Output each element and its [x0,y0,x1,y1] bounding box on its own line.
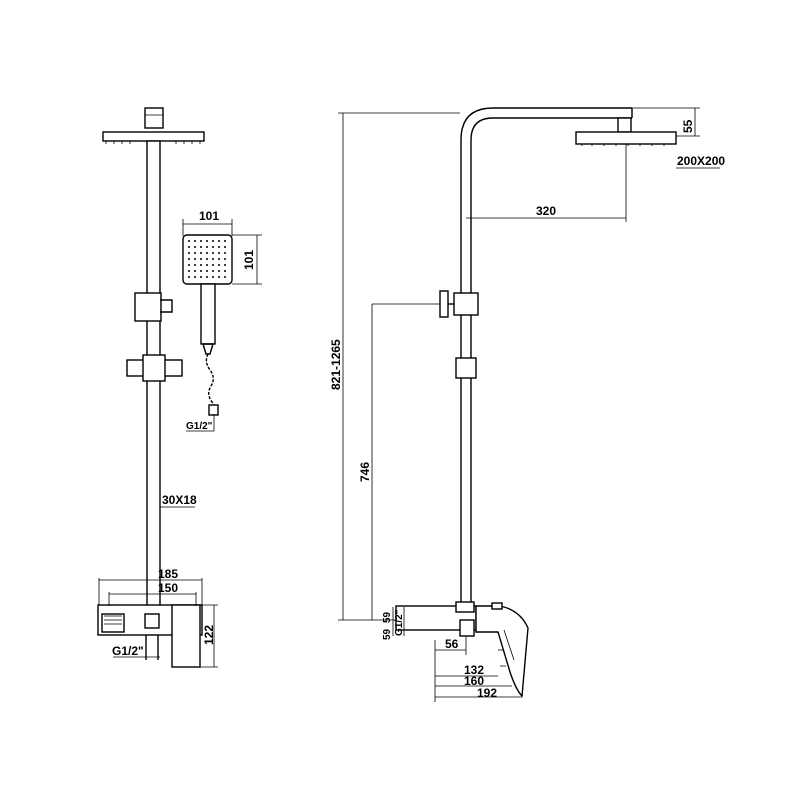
dim-mixer-width-inner: 150 [158,581,178,595]
nozzle-dot [206,252,208,254]
dim-spout-c: 160 [464,674,484,688]
nozzle-dot [200,264,202,266]
nozzle-dot [188,276,190,278]
nozzle-dot [194,264,196,266]
dim-spout-d: 192 [477,686,497,700]
riser-pipe [460,107,632,606]
dim-inlet-a: 59 [382,611,393,623]
dim-hand-shower-width: 101 [199,209,219,223]
nozzle-dot [212,258,214,260]
mixer-lever [171,604,201,668]
dim-mixer-thread: G1/2" [112,644,144,658]
head-connector [144,107,164,129]
dim-arm-length: 320 [536,204,556,218]
dim-inlet-thread: G1/2" [394,609,405,636]
nozzle-dot [206,264,208,266]
side-view: 55 200X200 320 821-1265 746 59 59 G1/2" … [329,107,725,702]
nozzle-dot [224,252,226,254]
nozzle-dot [188,246,190,248]
nozzle-dot [224,264,226,266]
dim-head-offset: 55 [681,119,695,133]
nozzle-dot [224,258,226,260]
nozzle-dot [194,270,196,272]
nozzle-dot [212,264,214,266]
nozzle-dot [200,276,202,278]
nozzle-dot [218,264,220,266]
nozzle-dot [224,276,226,278]
dim-rail-section: 30X18 [162,493,197,507]
nozzle-dot [188,258,190,260]
nozzle-dot [206,258,208,260]
nozzle-dot [218,252,220,254]
rain-shower-head-side [575,131,677,145]
nozzle-dot [188,240,190,242]
nozzle-dot [188,270,190,272]
nozzle-dot [200,258,202,260]
front-view: 101 101 G1/2" 30X18 185 150 122 G1/2" [97,107,262,668]
dim-inlet-b: 59 [382,628,393,640]
nozzle-dot [200,252,202,254]
nozzle-dot [206,240,208,242]
nozzle-dot [194,240,196,242]
nozzle-dot [212,276,214,278]
hand-shower-handle [200,283,216,345]
nozzle-dot [206,276,208,278]
side-bracket [455,357,477,379]
dim-total-height: 821-1265 [329,339,343,390]
nozzle-dot [188,264,190,266]
nozzle-dot [212,246,214,248]
nozzle-dot [200,270,202,272]
side-spout [475,605,529,698]
dim-mixer-width-outer: 185 [158,567,178,581]
nozzle-dot [218,246,220,248]
nozzle-dot [206,270,208,272]
dim-lower-height: 746 [358,462,372,482]
rail-bracket-upper [134,292,162,322]
nozzle-dot [224,240,226,242]
rain-shower-head [102,131,205,142]
nozzle-dot [212,240,214,242]
nozzle-dot [218,270,220,272]
dim-spout-a: 56 [445,637,459,651]
nozzle-dot [194,276,196,278]
nozzle-dot [218,276,220,278]
dim-spout-b: 132 [464,663,484,677]
nozzle-dot [194,252,196,254]
side-diverter [453,292,479,316]
dim-hand-shower-height: 101 [242,250,256,270]
nozzle-dot [224,246,226,248]
nozzle-dot [200,240,202,242]
nozzle-dot [224,270,226,272]
nozzle-dot [194,258,196,260]
nozzle-dot [188,252,190,254]
nozzle-dot [218,258,220,260]
dim-hose-thread: G1/2" [186,421,213,432]
nozzle-dot [218,240,220,242]
nozzle-dot [212,270,214,272]
dim-head-size: 200X200 [677,154,725,168]
nozzle-dot [206,246,208,248]
nozzle-dot [194,246,196,248]
hand-shower-nozzles [188,240,226,278]
nozzle-dot [212,252,214,254]
nozzle-dot [200,246,202,248]
dim-mixer-height: 122 [202,625,216,645]
